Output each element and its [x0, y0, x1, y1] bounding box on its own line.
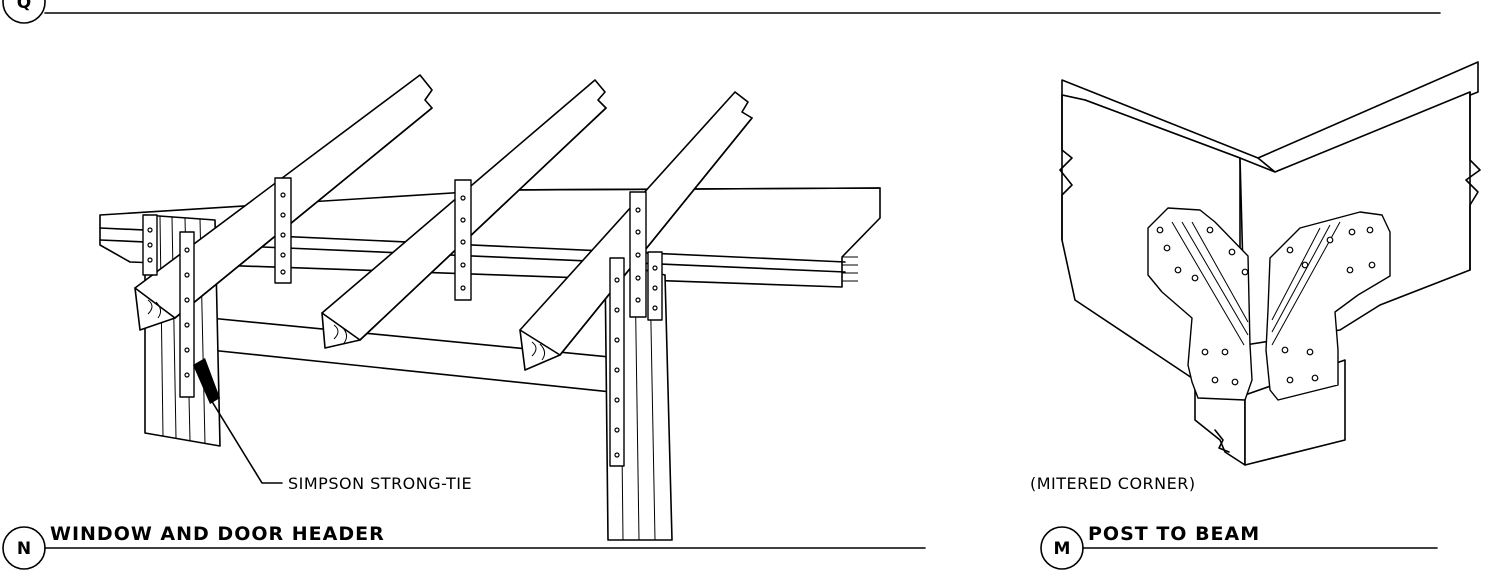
window-door-header-drawing: SIMPSON STRONG-TIE — [99, 74, 881, 541]
detail-n-letter: N — [17, 539, 31, 559]
callout-leader — [207, 394, 283, 484]
simpson-strong-tie-label: SIMPSON STRONG-TIE — [288, 474, 472, 493]
mitered-corner-note: (MITERED CORNER) — [1030, 474, 1196, 493]
detail-m-title-block: M POST TO BEAM — [1040, 523, 1438, 570]
post-to-beam-title: POST TO BEAM — [1088, 523, 1260, 545]
post-straps — [142, 214, 625, 467]
window-door-header-title: WINDOW AND DOOR HEADER — [50, 523, 385, 545]
top-detail-letter: Q — [17, 0, 31, 13]
detail-n-title-block: N WINDOW AND DOOR HEADER — [2, 523, 926, 570]
callout-arrowhead — [193, 358, 220, 404]
rafter-ties — [274, 177, 663, 321]
detail-m-letter: M — [1054, 539, 1071, 559]
right-tie-plate — [1265, 211, 1391, 401]
top-detail-marker: Q — [2, 0, 46, 24]
post-to-beam-drawing: (MITERED CORNER) — [1030, 61, 1481, 493]
